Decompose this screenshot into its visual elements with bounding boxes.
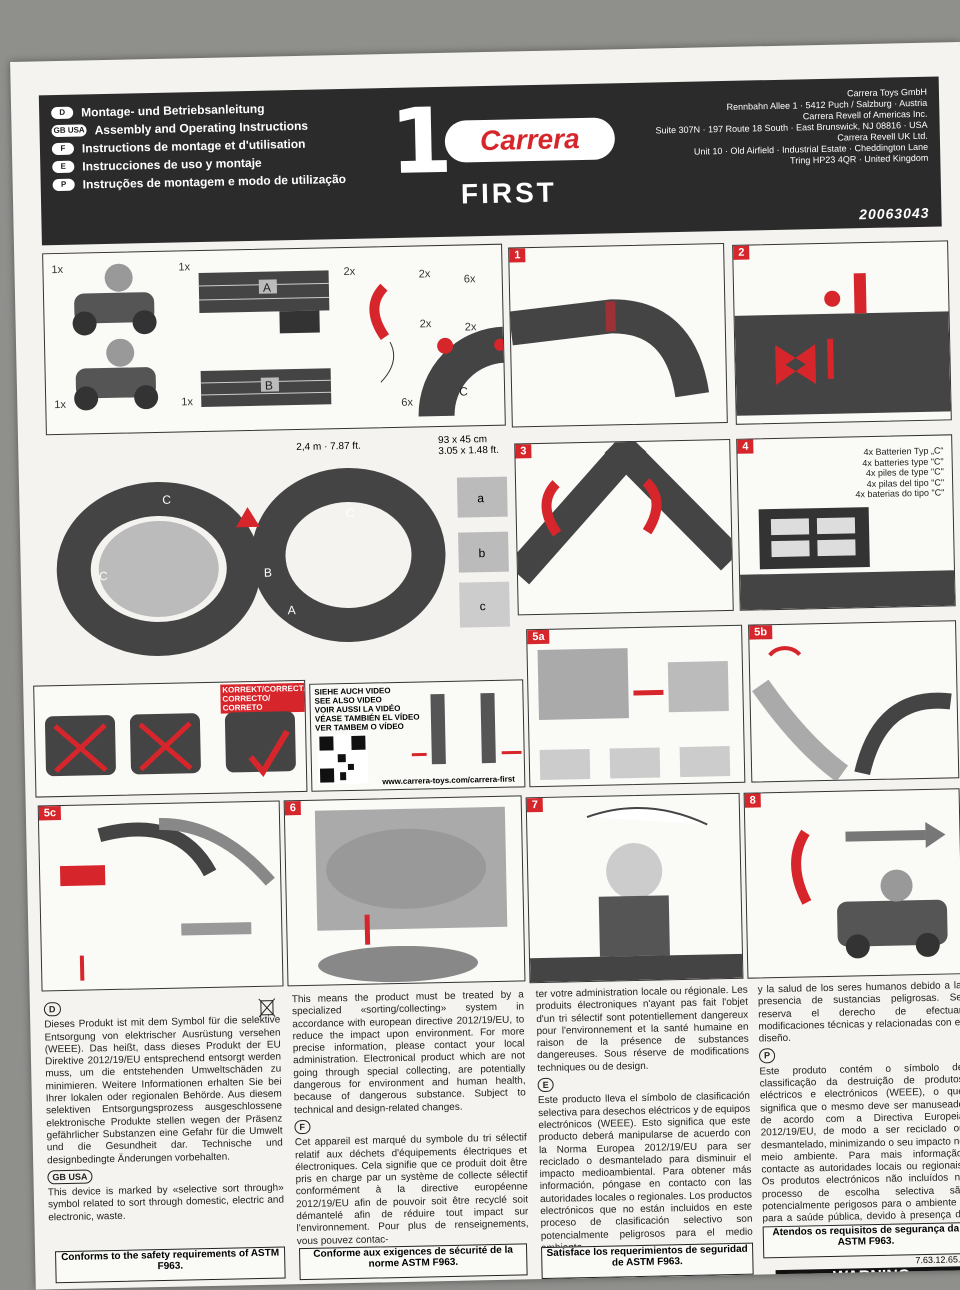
video-illustration xyxy=(411,692,522,765)
f-paragraph: Cet appareil est marqué du symbole du tr… xyxy=(294,1132,529,1247)
brand-sub: FIRST xyxy=(460,176,558,210)
lang-title: Montage- und Betriebsanleitung xyxy=(81,101,265,120)
lang-item: P Instruções de montagem e modo de utiliz… xyxy=(52,171,347,193)
lang-title: Instructions de montage et d'utilisation xyxy=(81,136,306,156)
tire-check-panel: KORREKT/CORRECT/ CORRECTO/ CORRETO xyxy=(33,679,308,798)
text-column-gb-f: This means the product must be treated b… xyxy=(292,989,529,1248)
lang-code: GB USA xyxy=(51,124,87,138)
step-5a-illustration xyxy=(537,648,731,781)
straight-track-icon: A xyxy=(198,270,330,334)
controller-icon xyxy=(369,283,395,383)
gb-paragraph-cont: This means the product must be treated b… xyxy=(291,989,526,1116)
e-paragraph-cont: y la salud de los seres humanos debido a… xyxy=(757,980,960,1045)
video-panel: SIEHE AUCH VIDEO SEE ALSO VIDEO VOIR AUS… xyxy=(309,679,526,792)
svg-text:A: A xyxy=(288,603,296,617)
language-list: D Montage- und Betriebsanleitung GB USA As… xyxy=(51,99,346,195)
parts-panel: 1x 1x 1x 1x 2x 2x 6x 2x 2x 6x A B C xyxy=(42,243,506,436)
lang-badge-p: P xyxy=(758,1048,776,1064)
step-3-illustration xyxy=(515,439,733,585)
check-mark-icon xyxy=(248,729,290,777)
conformity-es: Satisface los requerimientos de segurida… xyxy=(541,1242,754,1280)
curve-track-icon: C xyxy=(418,326,505,417)
step-panel-1: 1 xyxy=(508,243,728,428)
lang-code: E xyxy=(52,160,75,174)
svg-text:b: b xyxy=(478,546,485,560)
step-panel-6: 6 xyxy=(283,795,526,987)
conformity-fr: Conforme aux exigences de sécurité de la… xyxy=(299,1243,528,1281)
logo-number: 1 xyxy=(388,88,454,196)
straight-track-icon: B xyxy=(200,368,332,408)
conformity-pt: Atendos os requisitos de segurança da AS… xyxy=(762,1222,960,1259)
arrow-right-icon xyxy=(925,821,946,848)
lang-title: Instrucciones de uso y montaje xyxy=(82,155,262,174)
text-column-de-gb: D Dieses Produkt ist mit dem Symbol für … xyxy=(43,995,285,1225)
step-2-illustration xyxy=(734,273,951,416)
step-5c-illustration xyxy=(59,817,275,981)
instruction-sheet: D Montage- und Betriebsanleitung GB USA As… xyxy=(10,42,960,1290)
video-url[interactable]: www.carrera-toys.com/carrera-first xyxy=(382,774,515,787)
wrong-mark-icon xyxy=(53,723,108,773)
svg-text:B: B xyxy=(264,566,272,580)
video-line: VER TAMBEM O VÍDEO xyxy=(315,721,404,733)
step-6-illustration xyxy=(314,806,508,983)
step-panel-3: 3 xyxy=(514,438,734,616)
step-panel-7: 7 xyxy=(525,792,744,984)
step-7-illustration xyxy=(529,806,743,983)
lang-code: P xyxy=(52,178,75,192)
warning-banner: WARNING xyxy=(775,1266,960,1290)
lang-badge-de: D xyxy=(43,1002,61,1017)
article-number: 20063043 xyxy=(859,204,930,223)
step-8-illustration xyxy=(791,821,948,959)
tire-check-illustration xyxy=(44,711,296,777)
figure-eight-layout: C B A C C a b c xyxy=(56,467,511,656)
svg-text:c: c xyxy=(479,599,485,613)
e-paragraph: Este producto lleva el símbolo de clasif… xyxy=(537,1091,753,1254)
lang-badge-f: F xyxy=(294,1119,311,1135)
lang-code: D xyxy=(51,106,74,120)
step-panel-5b: 5b xyxy=(748,620,960,783)
brand-logo: Carrera xyxy=(444,117,616,163)
lang-badge-e: E xyxy=(537,1077,554,1093)
step-panel-8: 8 xyxy=(743,788,960,979)
step-panel-5a: 5a xyxy=(526,624,746,788)
guide-pin-icon xyxy=(437,337,454,354)
car-icon xyxy=(74,338,159,411)
svg-text:B: B xyxy=(265,379,273,393)
lang-title: Assembly and Operating Instructions xyxy=(94,118,309,138)
video-info: SIEHE AUCH VIDEO SEE ALSO VIDEO VOIR AUS… xyxy=(314,686,420,733)
svg-text:a: a xyxy=(477,491,484,505)
lang-badge-gb: GB USA xyxy=(47,1169,93,1185)
svg-text:C: C xyxy=(459,384,468,398)
step-panel-5c: 5c xyxy=(37,800,284,992)
f-paragraph-cont: ter votre administration locale ou régio… xyxy=(535,984,750,1074)
track-layout-panel: 2,4 m · 7.87 ft. 93 x 45 cm 3.05 x 1.48 … xyxy=(46,432,513,674)
svg-text:C: C xyxy=(99,569,108,583)
svg-text:C: C xyxy=(345,506,354,520)
step-5b-illustration xyxy=(752,646,952,782)
svg-text:A: A xyxy=(263,281,271,295)
wrong-mark-icon xyxy=(138,721,193,772)
step-1-illustration xyxy=(509,299,710,398)
car-icon xyxy=(72,263,157,336)
gb-paragraph: This device is marked by «selective sort… xyxy=(47,1182,285,1224)
conformity-en: Conforms to the safety requirements of A… xyxy=(55,1246,286,1284)
parts-illustration: A B C xyxy=(72,263,505,417)
text-column-f-e: ter votre administration locale ou régio… xyxy=(536,985,754,1256)
text-column-e-p: y la salud de los seres humanos debido a… xyxy=(758,980,960,1250)
header-banner: D Montage- und Betriebsanleitung GB USA As… xyxy=(38,76,942,246)
company-addresses: Carrera Toys GmbH Rennbahn Allee 1 · 541… xyxy=(607,87,929,171)
de-paragraph: Dieses Produkt ist mit dem Symbol für di… xyxy=(44,1014,283,1166)
step-panel-2: 2 xyxy=(732,240,952,425)
lang-title: Instruções de montagem e modo de utiliza… xyxy=(82,171,347,192)
step-4-illustration xyxy=(740,507,955,610)
qr-code-icon[interactable] xyxy=(317,733,378,785)
step-panel-4: 4 4x Batterien Typ „C“ 4x batteries type… xyxy=(736,434,956,611)
svg-text:C: C xyxy=(162,493,171,507)
lang-code: F xyxy=(51,142,75,156)
weee-bin-icon xyxy=(258,998,276,1018)
doc-code: 7.63.12.65.00 xyxy=(915,1254,960,1266)
